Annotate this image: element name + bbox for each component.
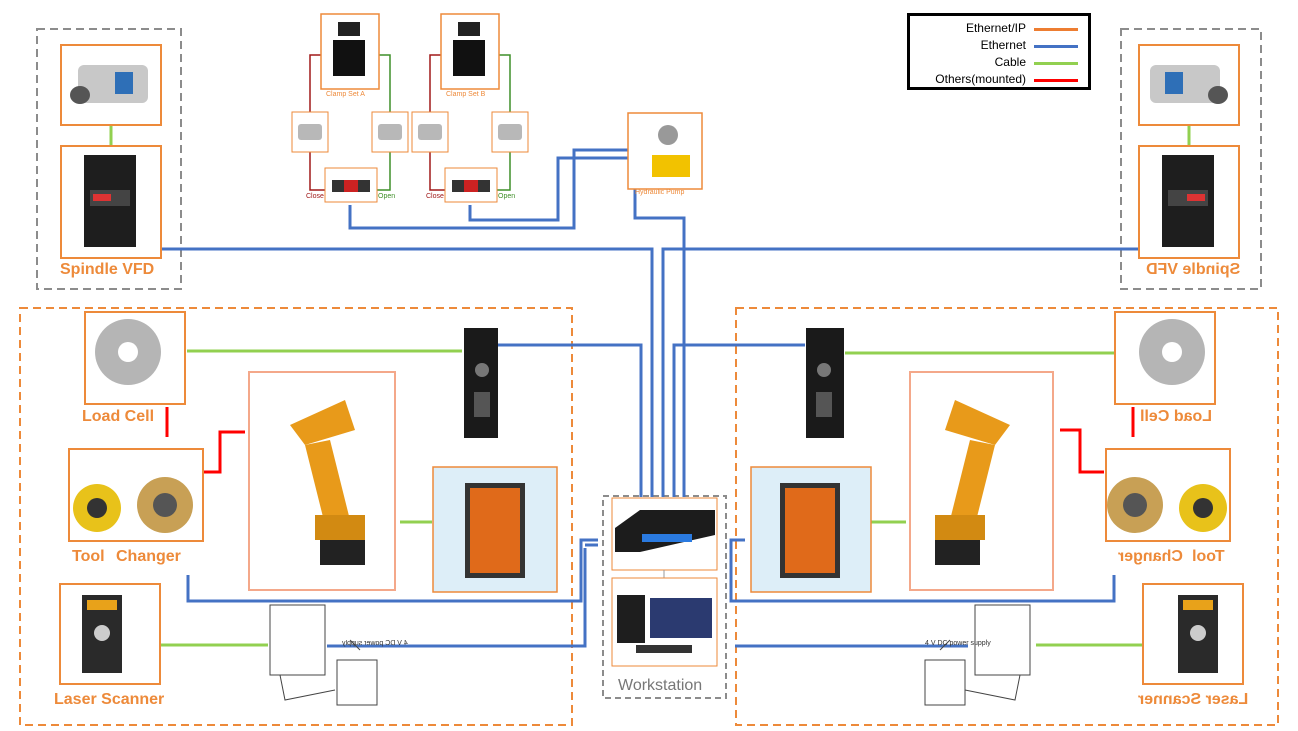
dc-power-label-right: 4 V DC power supply [925,640,991,647]
spindle-vfd-label-left: Spindle VFD [60,261,155,278]
cabinet-left [432,466,558,593]
legend-label: Cable [994,55,1026,69]
network-switch [611,497,718,571]
workstation-label: Workstation [618,677,703,694]
clamp-set-a-label: Clamp Set A [326,91,365,98]
vfd-left [60,145,162,259]
hydraulic-pump-label: Hydraulic Pump [635,189,685,196]
laser-scanner-left [59,583,161,685]
workstation-pc [611,577,718,667]
directional-valve-b [444,167,498,203]
robot-cell-left [19,307,573,726]
clamp-set-b [440,13,500,90]
cable-lines [109,125,1191,647]
legend-swatch [1034,45,1078,48]
robot-cell-right [735,307,1279,726]
robot-right [909,371,1054,591]
tool-changer-label-left-b: Changer [116,548,181,565]
tool-changer-left [68,448,204,542]
legend-item-ethernet-ip: Ethernet/IP [910,21,1088,37]
close-label-b: Close [426,193,444,200]
io-module-right [806,328,844,438]
hydraulic-pump [627,112,703,190]
legend-item-others-mounted: Others(mounted) [910,72,1088,88]
cabinet-right [750,466,872,593]
open-label-a: Open [378,193,396,200]
legend-label: Ethernet [980,38,1026,52]
open-label-b: Open [498,193,516,200]
spindle-motor-left [60,44,162,126]
tool-changer-right [1105,448,1231,542]
dc-power-label-left: 4 V DC power supply [342,640,408,647]
tool-changer-label-right-b: Changer [1118,548,1183,565]
io-module-left [464,328,498,438]
load-cell-label-left: Load Cell [82,408,155,425]
legend-label: Others(mounted) [935,72,1026,86]
legend-swatch [1034,28,1078,31]
scanner-controller-right [924,604,1031,706]
legend-swatch [1034,79,1078,82]
pressure-valves [291,111,529,153]
scanner-controller-left [269,604,378,706]
legend: Ethernet/IP Ethernet Cable Others(mounte… [907,13,1091,90]
laser-scanner-label-left: Laser Scanner [54,691,165,708]
legend-label: Ethernet/IP [965,21,1026,35]
pressure-valve-bodies [298,124,522,140]
load-cell-left [84,311,186,405]
spindle-group-left [36,28,182,290]
tool-changer-label-right-a: Tool [1192,548,1225,565]
spindle-group-right [1120,28,1262,290]
ethernet-lines [162,148,1141,648]
tool-changer-label-left-a: Tool [72,548,105,565]
laser-scanner-right [1142,583,1244,685]
spindle-motor-right [1138,44,1240,126]
laser-scanner-label-right: Laser Scanner [1138,691,1249,708]
vfd-right [1138,145,1240,259]
clamp-set-b-label: Clamp Set B [446,91,486,98]
legend-swatch [1034,62,1078,65]
directional-valve-a [324,167,378,203]
clamp-set-a [320,13,380,90]
legend-item-ethernet: Ethernet [910,38,1088,54]
legend-item-cable: Cable [910,55,1088,71]
load-cell-right [1114,311,1216,405]
spindle-vfd-label-right: Spindle VFD [1146,261,1241,278]
robot-left [248,371,396,591]
close-label-a: Close [306,193,324,200]
load-cell-label-right: Load Cell [1140,408,1213,425]
